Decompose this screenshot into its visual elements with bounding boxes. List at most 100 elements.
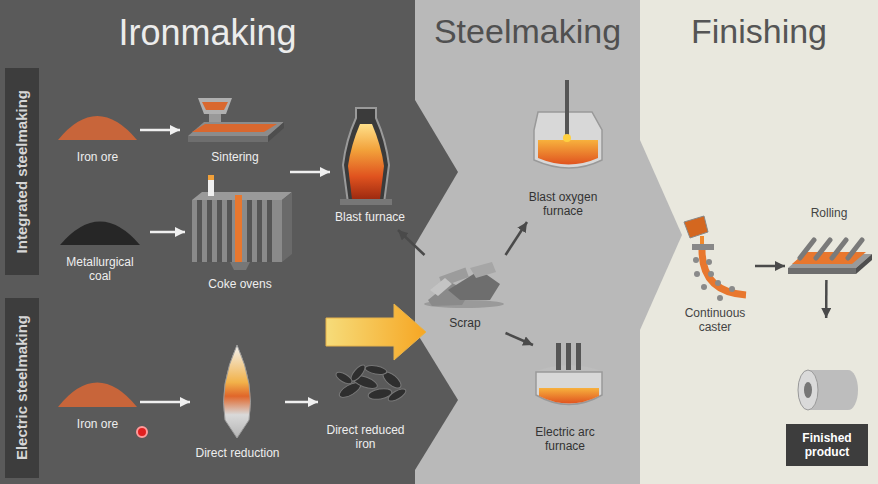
caster-roll bbox=[729, 286, 735, 292]
process-step: Direct reduced iron bbox=[318, 360, 413, 455]
step-label: Sintering bbox=[211, 150, 258, 164]
dri-pellet bbox=[334, 370, 354, 386]
bof-melt bbox=[538, 140, 598, 165]
process-step: Blast furnace bbox=[330, 100, 410, 230]
mill-roll bbox=[816, 240, 830, 258]
highlight-arrow bbox=[326, 304, 426, 360]
step-label: Metallurgical coal bbox=[58, 255, 143, 283]
mill-roll bbox=[800, 240, 814, 258]
caster-roll bbox=[706, 259, 712, 265]
sinter-hopper bbox=[198, 98, 232, 114]
dri-pellet bbox=[386, 387, 407, 404]
oven-stripe bbox=[207, 200, 212, 262]
stage-panel: IronmakingIntegrated steelmakingIron ore… bbox=[0, 0, 415, 484]
flow-arrow bbox=[290, 171, 330, 174]
chimney-flame bbox=[208, 175, 214, 180]
flow-arrow bbox=[140, 401, 190, 404]
lance-flame bbox=[563, 134, 571, 142]
cast-strand bbox=[702, 250, 746, 295]
step-label: Coke ovens bbox=[208, 277, 271, 291]
route-label: Integrated steelmaking bbox=[14, 90, 31, 253]
stage-heading: Ironmaking bbox=[0, 12, 415, 53]
stage-panel: FinishingContinuous caster RollingFinishe… bbox=[640, 0, 878, 484]
mill-roll bbox=[832, 240, 846, 258]
caster-roll bbox=[693, 257, 699, 263]
pointer-dot bbox=[137, 427, 147, 437]
process-step: Electric arc furnace bbox=[525, 345, 605, 455]
eaf-vessel bbox=[536, 372, 602, 405]
caster-roll bbox=[694, 271, 700, 277]
process-step: Scrap bbox=[420, 255, 510, 333]
coil-face bbox=[798, 370, 818, 410]
flow-chevron bbox=[415, 100, 458, 245]
coil-hole bbox=[804, 382, 812, 398]
scrap-piece bbox=[430, 278, 452, 296]
blast-furnace-base bbox=[340, 199, 392, 205]
coal-pile bbox=[60, 222, 140, 246]
oven-stripe bbox=[217, 200, 222, 262]
electrode bbox=[556, 343, 561, 370]
flow-arrow bbox=[506, 333, 534, 345]
process-step: Continuous caster bbox=[675, 212, 755, 334]
steelmaking-ground bbox=[415, 0, 640, 484]
oven-stripe bbox=[227, 200, 232, 262]
coke-tray bbox=[230, 262, 250, 270]
process-step: Rolling bbox=[785, 205, 873, 280]
electrode bbox=[566, 343, 571, 370]
oven-stripe bbox=[247, 200, 252, 262]
sinter-side bbox=[268, 122, 284, 142]
process-step: Blast oxygen furnace bbox=[518, 75, 608, 222]
eaf-melt bbox=[539, 388, 599, 404]
flow-arrow bbox=[825, 280, 828, 318]
blast-furnace-charge bbox=[348, 124, 384, 199]
step-label: Iron ore bbox=[77, 417, 118, 431]
flow-arrow bbox=[398, 230, 425, 255]
flow-arrow bbox=[140, 129, 180, 132]
step-label: Scrap bbox=[449, 316, 480, 330]
sinter-chute bbox=[209, 114, 221, 122]
product-label: Finished product bbox=[786, 424, 868, 466]
step-label: Blast oxygen furnace bbox=[521, 190, 606, 218]
flow-chevron bbox=[415, 330, 458, 470]
flow-arrow bbox=[285, 401, 318, 404]
sinter-hopper-ore bbox=[202, 102, 228, 110]
sinter-belt bbox=[188, 122, 284, 136]
caster-roll bbox=[717, 295, 723, 301]
reduction-shaft bbox=[224, 345, 251, 438]
ore-pile bbox=[58, 116, 137, 140]
step-label: Rolling bbox=[811, 206, 848, 220]
route-band: Electric steelmaking bbox=[5, 298, 39, 478]
roll-table-side bbox=[788, 268, 856, 274]
ore-pile bbox=[58, 383, 137, 408]
step-label: Continuous caster bbox=[678, 306, 753, 334]
oven-side bbox=[282, 192, 292, 262]
stage-panel: SteelmakingBlast oxygen furnaceScrapElec… bbox=[415, 0, 640, 484]
finishing-ground bbox=[640, 0, 878, 484]
dri-pellet bbox=[364, 364, 387, 376]
product-node: Finished product bbox=[786, 318, 868, 468]
route-band: Integrated steelmaking bbox=[5, 68, 39, 275]
step-label: Direct reduction bbox=[195, 446, 279, 460]
electrode bbox=[576, 343, 581, 370]
blast-furnace-shell bbox=[343, 108, 389, 203]
route-label: Electric steelmaking bbox=[14, 315, 31, 460]
flow-arrow bbox=[506, 222, 528, 255]
process-step: Sintering bbox=[180, 90, 290, 176]
step-label: Electric arc furnace bbox=[528, 425, 603, 453]
step-label: Iron ore bbox=[77, 150, 118, 164]
sinter-bed bbox=[192, 124, 277, 132]
tundish bbox=[692, 244, 714, 250]
process-step: Iron ore bbox=[55, 355, 140, 440]
process-step: Direct reduction bbox=[190, 340, 285, 470]
flow-chevron bbox=[640, 140, 682, 330]
flow-arrow bbox=[150, 231, 185, 234]
oven-chimney bbox=[208, 178, 214, 196]
caster-roll bbox=[708, 271, 714, 277]
caster-roll bbox=[715, 280, 721, 286]
ironmaking-ground bbox=[0, 0, 415, 484]
sinter-side bbox=[188, 136, 268, 142]
mill-roll bbox=[848, 240, 862, 258]
stage-heading: Finishing bbox=[640, 12, 878, 51]
